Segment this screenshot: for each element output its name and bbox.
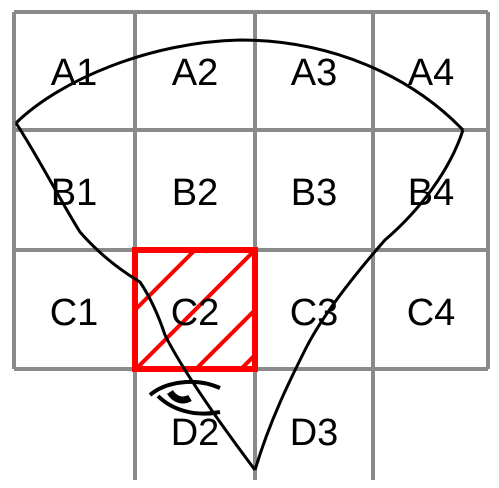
cell-label-c1: C1 — [50, 292, 99, 334]
cell-label-a3: A3 — [291, 52, 337, 94]
cell-label-c2: C2 — [171, 292, 220, 334]
cell-label-b4: B4 — [408, 172, 454, 214]
cell-label-c3: C3 — [290, 292, 339, 334]
cell-label-b3: B3 — [291, 172, 337, 214]
field-of-view-outline — [16, 40, 463, 470]
cell-label-d3: D3 — [290, 412, 339, 454]
cell-label-a4: A4 — [408, 52, 454, 94]
cell-label-a1: A1 — [51, 52, 97, 94]
cell-label-a2: A2 — [172, 52, 218, 94]
cell-label-c4: C4 — [407, 292, 456, 334]
cell-label-b1: B1 — [51, 172, 97, 214]
cell-label-d2: D2 — [171, 412, 220, 454]
cell-label-b2: B2 — [172, 172, 218, 214]
